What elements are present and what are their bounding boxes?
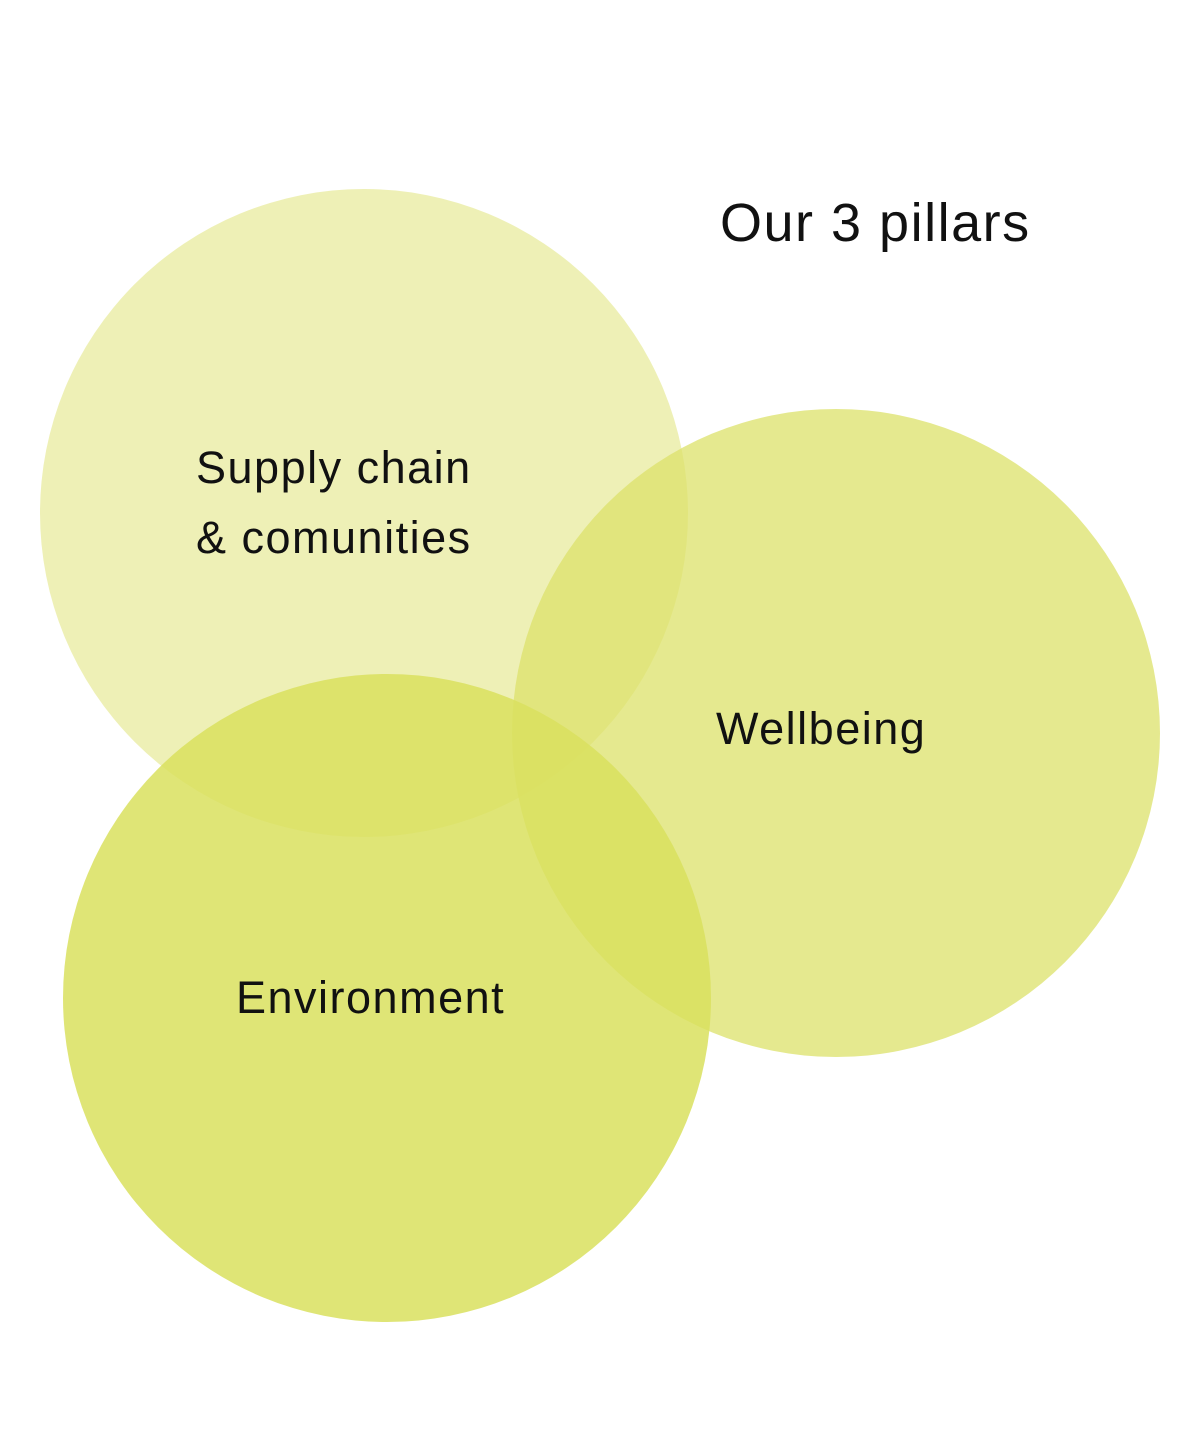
pillar-label-line: Environment <box>236 972 506 1023</box>
pillar-label-supply-chain: Supply chain & comunities <box>196 433 472 573</box>
diagram-title: Our 3 pillars <box>720 193 1031 253</box>
pillar-label-line: & comunities <box>196 512 472 563</box>
pillar-label-wellbeing: Wellbeing <box>716 694 926 764</box>
pillar-circle-environment <box>63 674 711 1322</box>
pillar-label-line: Supply chain <box>196 442 472 493</box>
pillar-label-environment: Environment <box>236 963 505 1033</box>
pillar-label-line: Wellbeing <box>716 703 927 754</box>
